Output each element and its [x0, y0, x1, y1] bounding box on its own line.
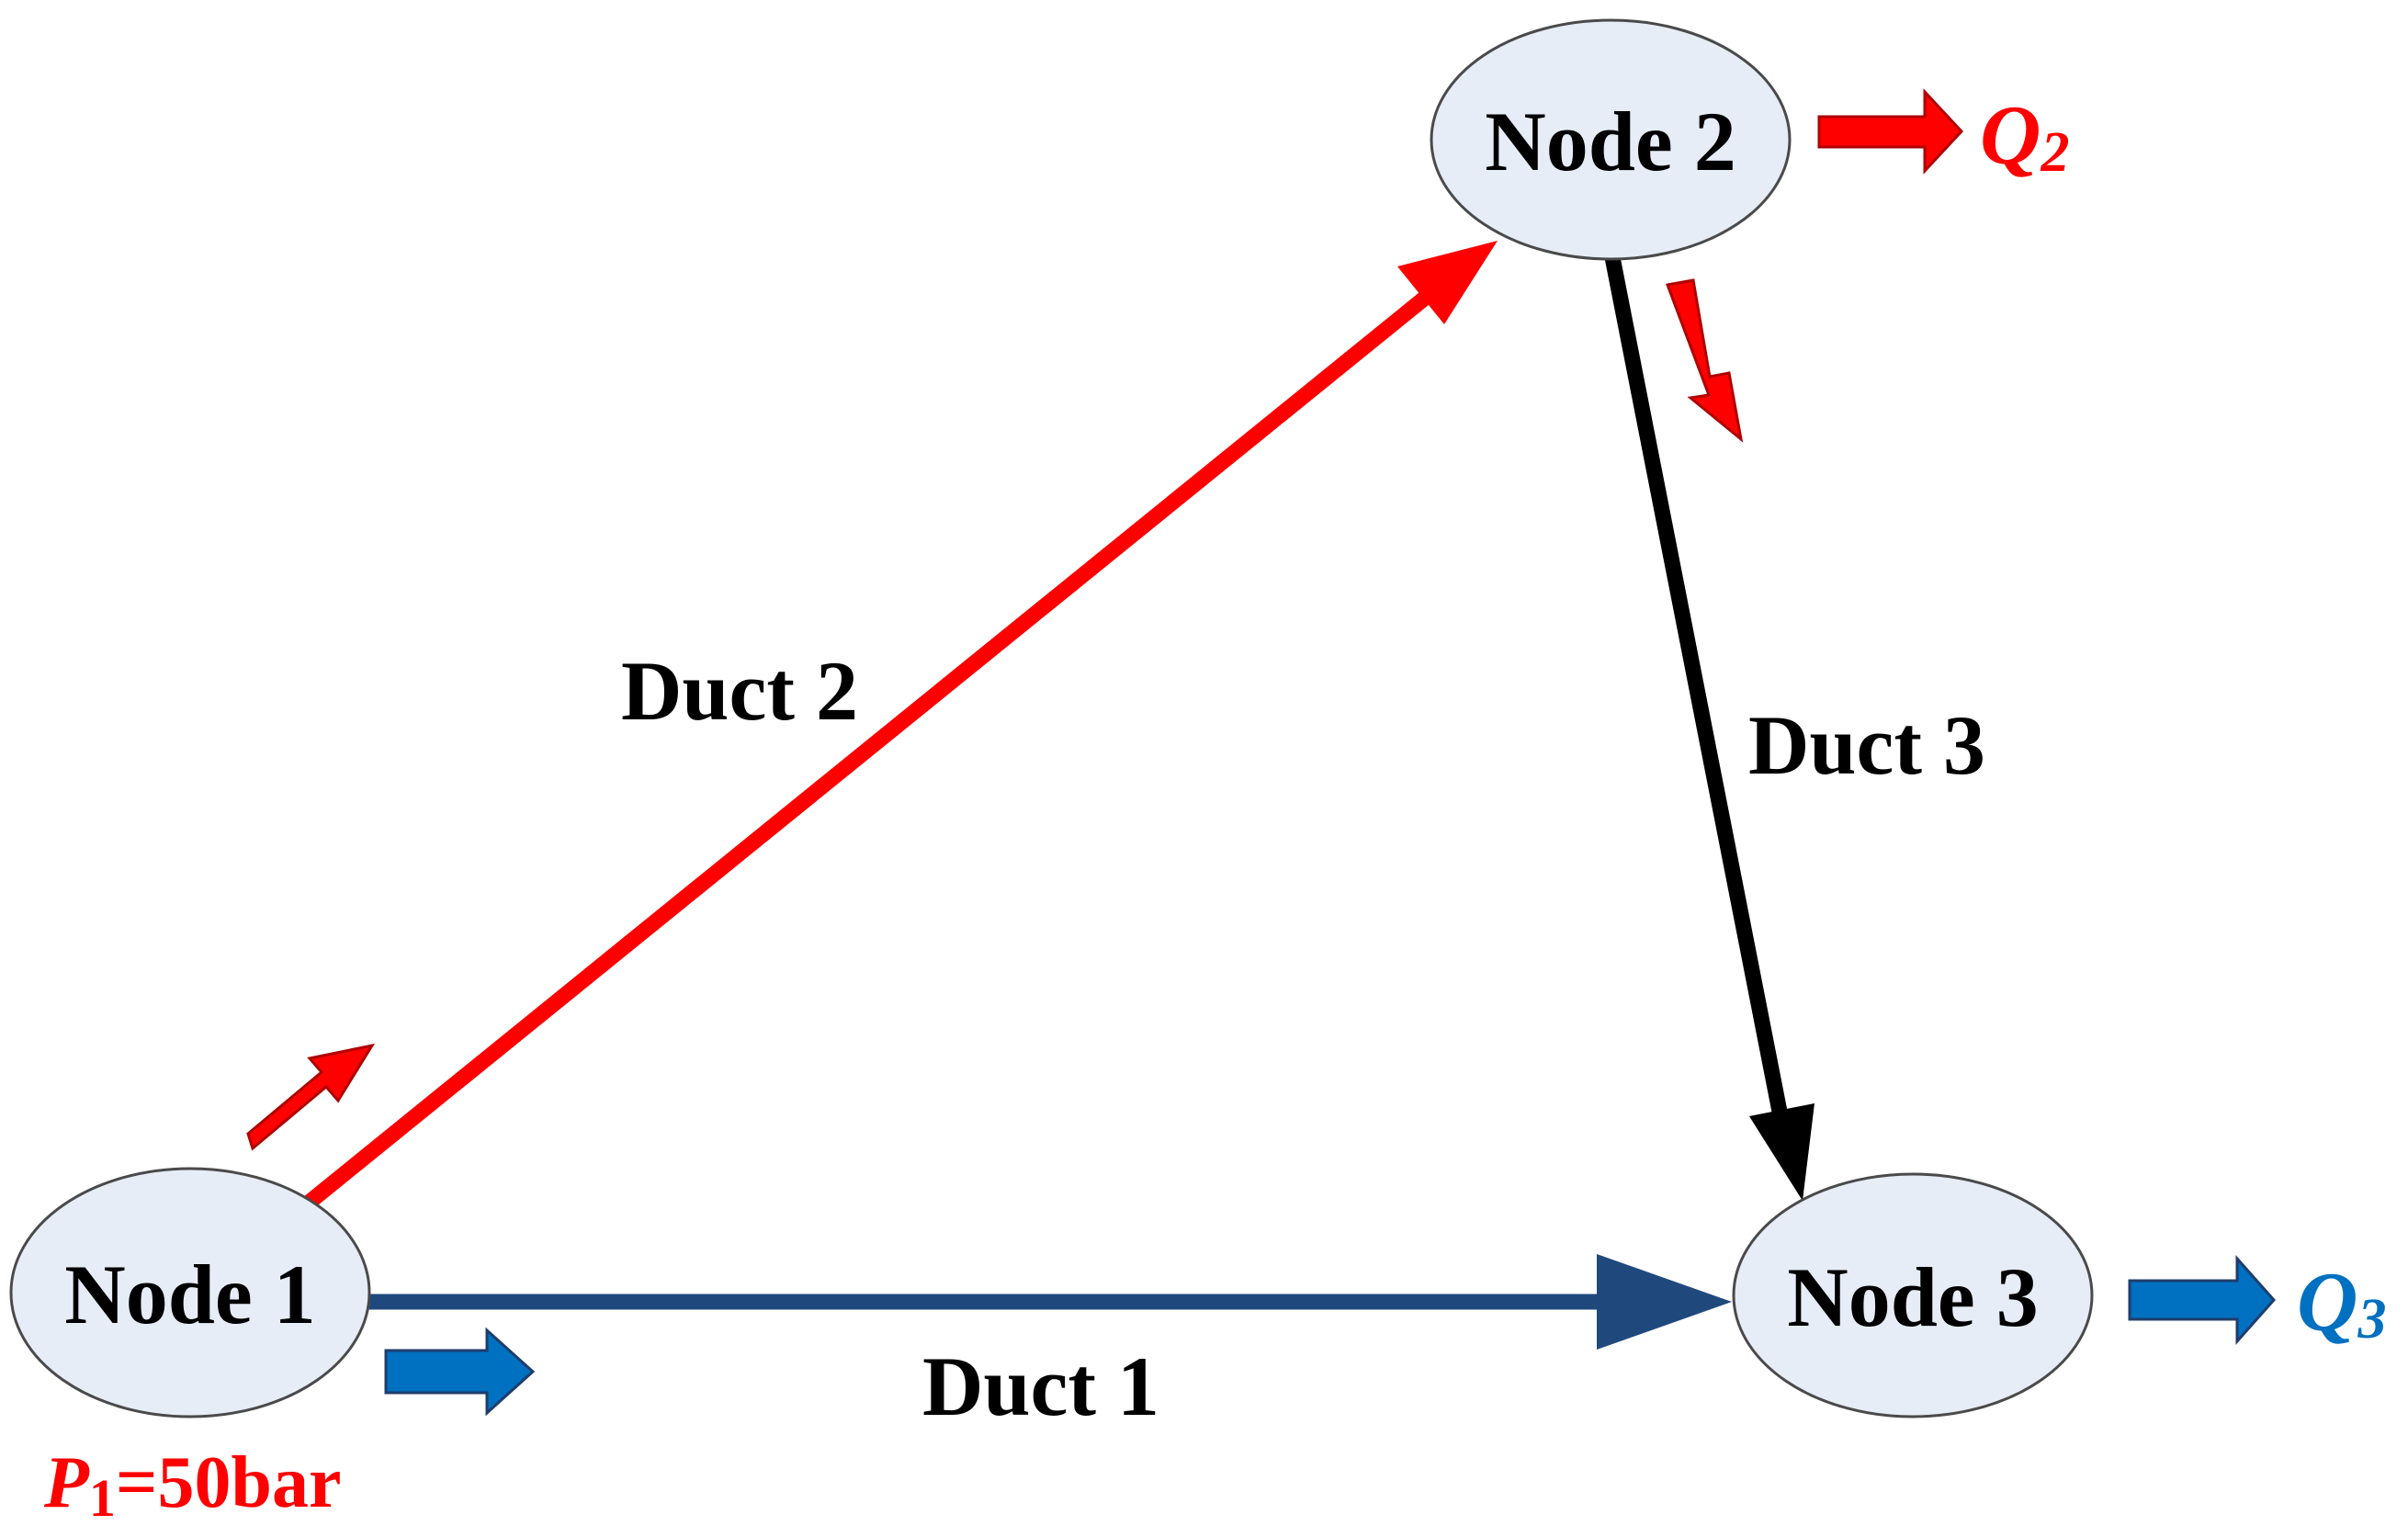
duct-2 — [290, 241, 1498, 1219]
node-1-label: Node 1 — [64, 1248, 315, 1341]
duct-2-arrowhead — [1397, 241, 1498, 324]
duct-2-label: Duct 2 — [621, 644, 858, 738]
down-arrow-icon — [1665, 278, 1744, 443]
outflow-q3: Q3 — [2128, 1255, 2386, 1351]
node-2: Node 2 — [1430, 18, 1792, 261]
node-1-ellipse — [9, 1167, 371, 1418]
duct-3-arrowhead — [1749, 1103, 1814, 1201]
node-3-ellipse — [1732, 1172, 2094, 1418]
node-3: Node 3 — [1732, 1172, 2094, 1418]
flow-arrow-duct-1 — [384, 1327, 536, 1417]
right-arrow-icon — [1817, 88, 1964, 175]
right-up-arrow-icon — [246, 1043, 376, 1151]
right-arrow-icon — [2128, 1255, 2277, 1345]
node-2-label: Node 2 — [1485, 95, 1735, 188]
flow-arrow-duct-2 — [246, 1043, 376, 1151]
pressure-label: P1=50bar — [43, 1442, 341, 1528]
node-2-ellipse — [1430, 18, 1792, 261]
duct-1-arrowhead — [1597, 1254, 1732, 1350]
q3-label: Q3 — [2297, 1255, 2386, 1351]
outflow-q2: Q2 — [1817, 88, 2069, 184]
q2-label: Q2 — [1980, 88, 2069, 184]
node-1: Node 1 — [9, 1167, 371, 1418]
duct-1-label: Duct 1 — [922, 1339, 1159, 1433]
duct-3 — [1604, 249, 1814, 1201]
right-arrow-icon — [384, 1327, 536, 1417]
duct-3-label: Duct 3 — [1748, 698, 1985, 792]
duct-3-line — [1604, 249, 1789, 1124]
duct-1 — [352, 1254, 1732, 1350]
duct-2-line — [290, 290, 1432, 1219]
node-3-label: Node 3 — [1787, 1250, 2038, 1344]
flow-arrow-duct-3 — [1665, 278, 1744, 443]
